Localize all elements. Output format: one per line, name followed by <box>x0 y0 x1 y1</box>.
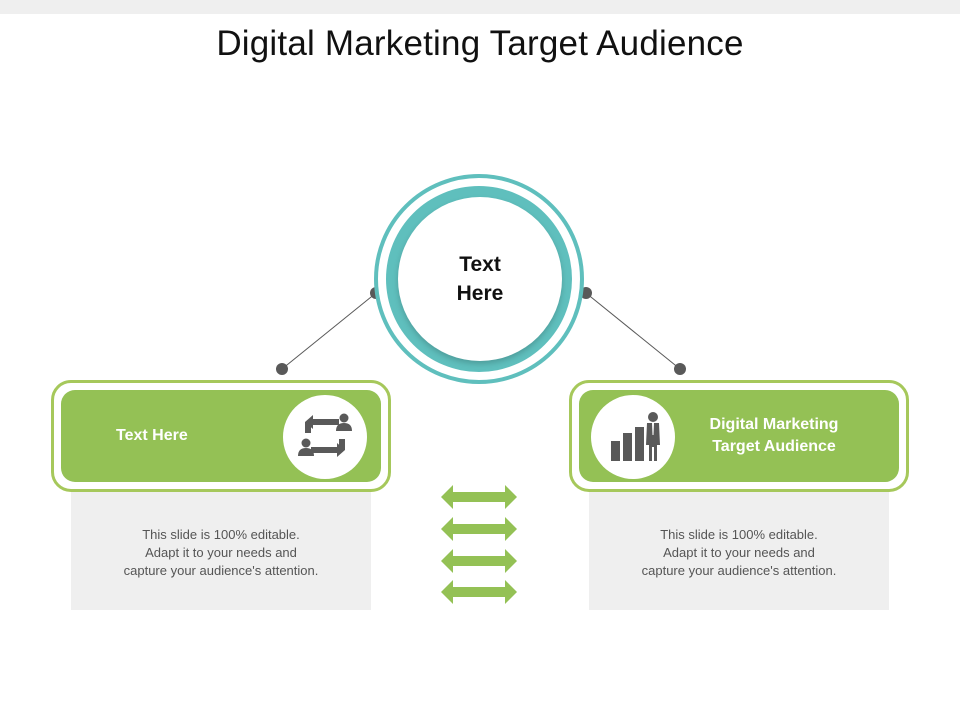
left-bottom-dot <box>276 363 288 375</box>
right-description-line: This slide is 100% editable. <box>660 527 818 542</box>
businessman-bar-chart-icon <box>611 412 660 461</box>
left-connector-line <box>281 292 377 370</box>
right-bottom-dot <box>674 363 686 375</box>
double-arrow-icon <box>441 580 517 604</box>
slide-title: Digital Marketing Target Audience <box>216 24 744 63</box>
double-arrow-icon <box>441 485 517 509</box>
left-description-line: Adapt it to your needs and <box>145 545 297 560</box>
left-icon-circle <box>283 395 367 479</box>
people-exchange-icon <box>298 413 352 457</box>
right-card-label-line: Digital Marketing <box>709 416 839 433</box>
left-description-line: This slide is 100% editable. <box>142 527 300 542</box>
right-description: This slide is 100% editable. Adapt it to… <box>589 526 889 580</box>
left-description-line: capture your audience's attention. <box>123 563 319 578</box>
right-connector-line <box>585 292 681 370</box>
double-arrow-icon <box>441 517 517 541</box>
top-band <box>0 0 960 14</box>
double-arrows-group <box>441 485 517 604</box>
right-description-line: Adapt it to your needs and <box>663 545 815 560</box>
right-card-label-line: Target Audience <box>712 438 836 455</box>
double-arrow-icon <box>441 549 517 573</box>
right-card-label: Digital Marketing Target Audience <box>692 414 856 458</box>
right-description-line: capture your audience's attention. <box>641 563 837 578</box>
right-description-panel: This slide is 100% editable. Adapt it to… <box>589 488 889 610</box>
right-icon-circle <box>591 395 675 479</box>
center-circle: Text Here <box>398 197 562 361</box>
left-description-panel: This slide is 100% editable. Adapt it to… <box>71 488 371 610</box>
left-description: This slide is 100% editable. Adapt it to… <box>71 526 371 580</box>
center-label: Text Here <box>456 253 504 305</box>
left-card-label: Text Here <box>116 427 188 444</box>
